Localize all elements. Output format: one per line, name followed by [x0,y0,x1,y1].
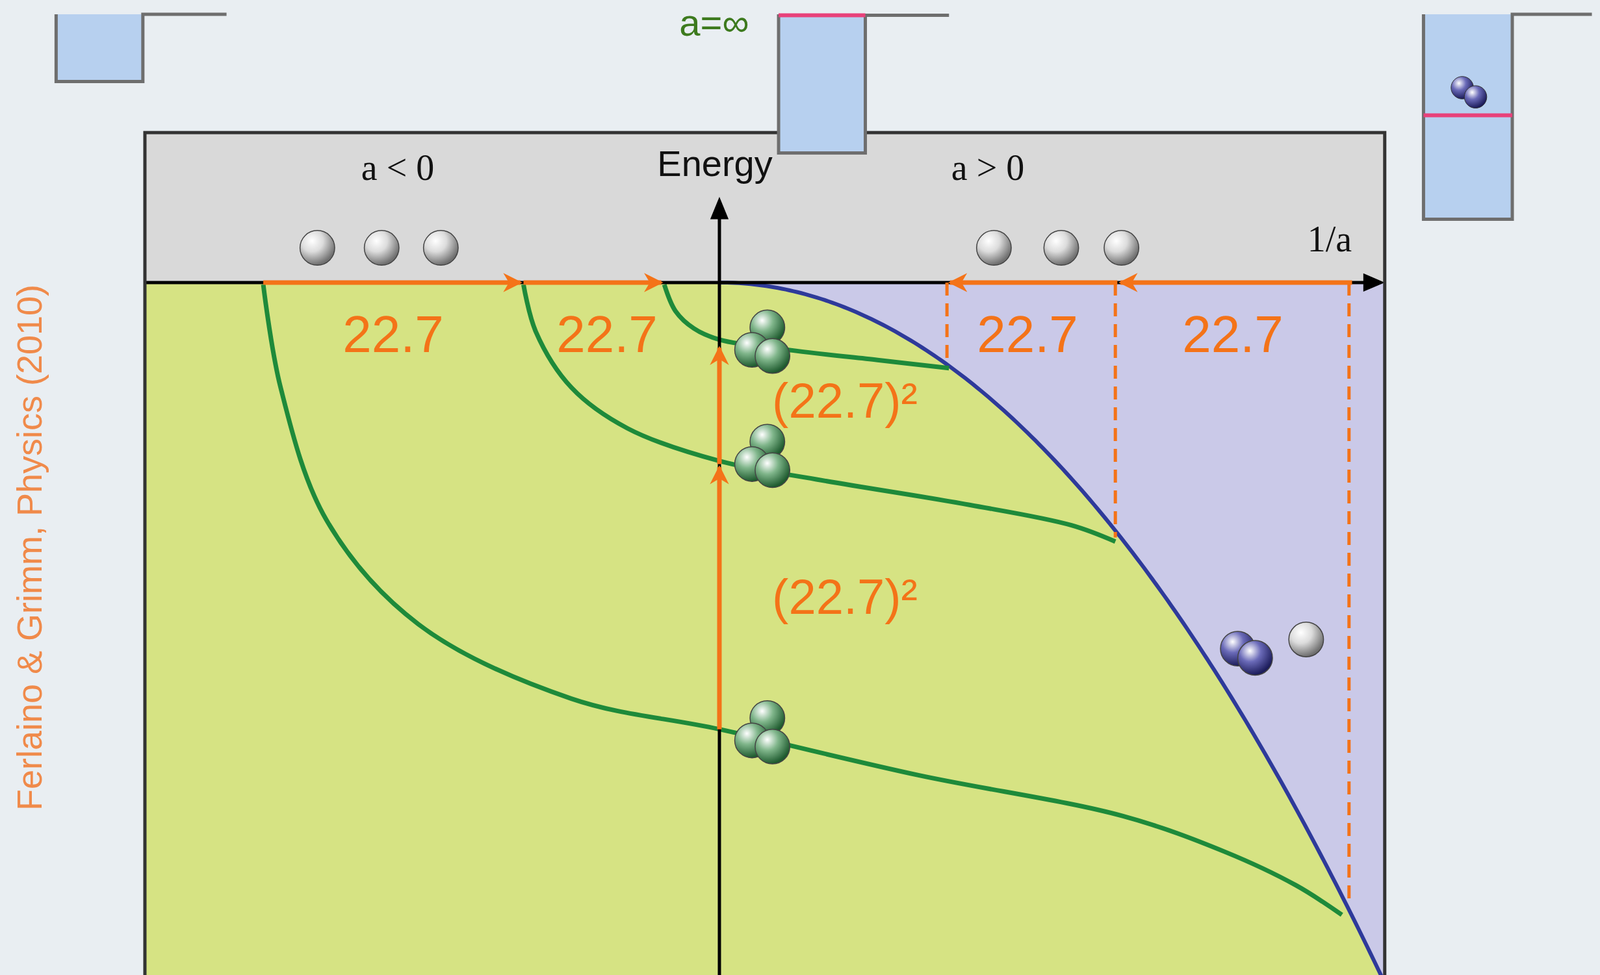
scaling-arrow [263,280,521,285]
trimer-branch [263,284,1342,916]
scaling-arrow [716,347,722,465]
scaling-factor: 22.7 [1182,306,1284,364]
energy-scaling-factor: (22.7)² [772,373,918,429]
axis-arrowhead [1363,273,1385,292]
scaling-arrow [523,280,662,285]
scaling-factor: 22.7 [976,306,1079,364]
scaling-factor: 22.7 [342,306,444,364]
free-atom [1288,622,1324,658]
free-atom [300,230,335,266]
trimer-branch [523,284,1116,542]
trimer-region [144,282,1385,975]
well-outline [778,14,949,154]
well-outline [55,14,227,82]
bound-level [1423,113,1513,117]
atom-dimer-region [719,282,1385,975]
axis-arrowhead [710,196,729,220]
scaling-marker [1347,282,1351,906]
free-atom [364,230,400,266]
energy-scaling-factor: (22.7)² [772,569,918,625]
bound-level [778,13,865,18]
inverse-a-axis [144,280,1373,284]
axis-title: Energy [657,143,773,184]
scaling-arrow [1120,280,1352,285]
potential-well [1423,14,1513,220]
scaling-factor: 22.7 [556,306,658,364]
dimer-atom [1464,85,1487,109]
trimer-atom [755,338,790,374]
dimer-threshold [719,282,1383,975]
scaling-arrow [950,280,1118,285]
axis-title: 1/a [1307,219,1352,260]
region-label: a > 0 [951,148,1025,189]
potential-well [55,14,143,82]
source-credit: Ferlaino & Grimm, Physics (2010) [10,284,49,812]
free-atom [1043,230,1079,266]
free-atom [423,230,459,266]
scaling-marker [1113,282,1118,539]
trimer-branch [664,284,949,369]
well-outline [1423,14,1592,220]
free-atom [976,230,1012,266]
dimer-atom [1238,640,1273,676]
region-label: a < 0 [361,148,435,189]
scaling-marker [945,282,949,362]
trimer-atom [755,729,790,765]
trimer-atom [755,452,790,488]
potential-well [778,14,865,154]
scaling-arrow [716,467,722,730]
panel-frame [144,132,1385,975]
energy-axis [717,214,721,975]
gray-band [144,132,1385,283]
scattering-length-label: a=∞ [679,1,749,44]
free-atom [1104,230,1139,266]
